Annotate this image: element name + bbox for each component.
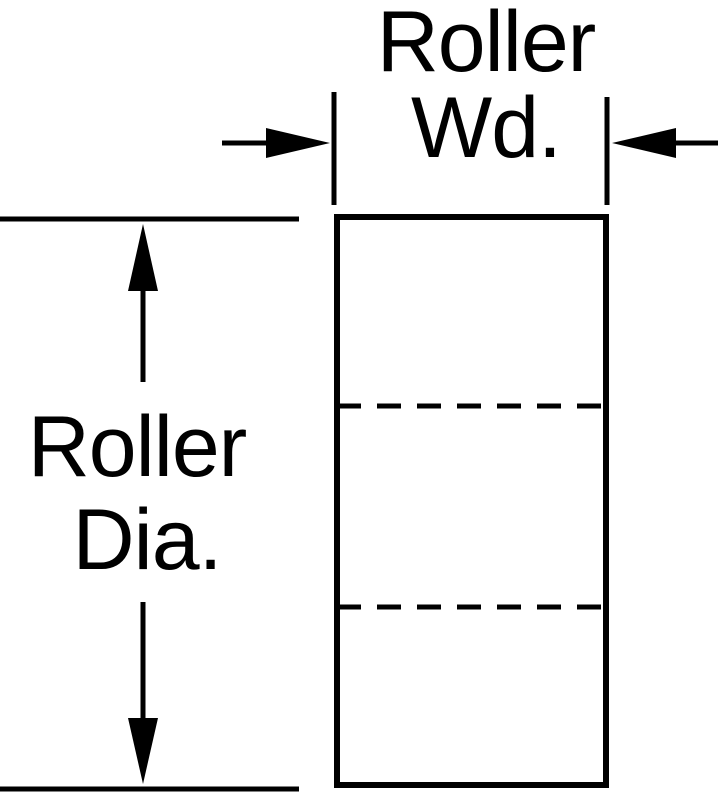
diameter-label-line2: Dia.	[72, 492, 223, 588]
diameter-arrow-down-head	[128, 718, 158, 784]
width-arrow-left-head	[266, 128, 330, 158]
width-arrow-right-head	[612, 128, 676, 158]
width-label-line1: Roller	[376, 0, 597, 90]
roller-body-outline	[334, 214, 609, 788]
width-label-line2: Wd.	[411, 80, 562, 176]
diameter-label-line1: Roller	[27, 399, 248, 495]
diameter-arrow-up-head	[128, 224, 158, 291]
